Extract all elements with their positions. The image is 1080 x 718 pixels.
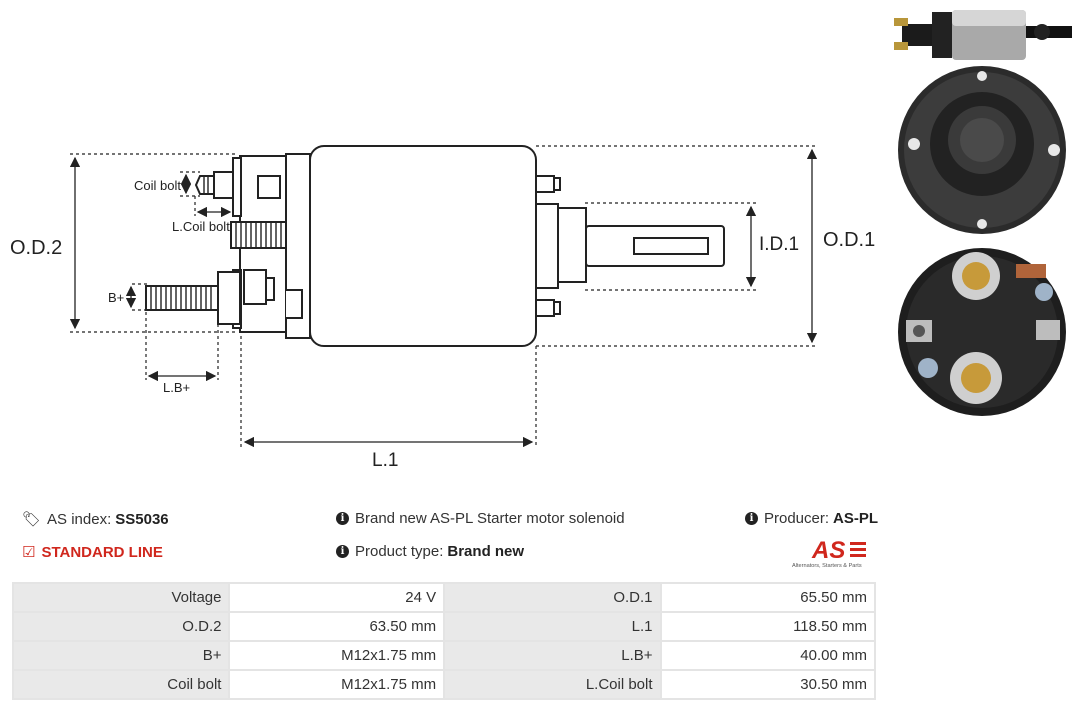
- check-square-icon: ☑: [22, 544, 36, 561]
- info-circle-icon: i: [336, 512, 349, 525]
- info-circle-icon: i: [745, 512, 758, 525]
- spec-label: L.B+: [443, 640, 662, 671]
- label-coil-bolt: Coil bolt: [134, 178, 181, 193]
- producer: i Producer: AS-PL: [745, 510, 878, 527]
- tag-icon: 🏷︎: [22, 511, 42, 528]
- spec-value: 40.00 mm: [659, 640, 877, 671]
- spec-label: L.Coil bolt: [443, 669, 662, 700]
- spec-value: 65.50 mm: [659, 582, 877, 613]
- product-type: i Product type: Brand new: [336, 543, 524, 560]
- label-id1: I.D.1: [759, 234, 799, 255]
- producer-value: AS-PL: [833, 510, 879, 527]
- product-photo-terminals: [898, 248, 1066, 416]
- product-photo-side: [894, 10, 1072, 60]
- svg-text:AS: AS: [811, 537, 845, 564]
- table-row: O.D.2 63.50 mm L.1 118.50 mm: [11, 611, 877, 642]
- producer-label: Producer:: [764, 510, 830, 527]
- table-row: Coil bolt M12x1.75 mm L.Coil bolt 30.50 …: [11, 669, 877, 700]
- spec-label: Voltage: [11, 582, 231, 613]
- product-description: i Brand new AS-PL Starter motor solenoid: [336, 510, 625, 527]
- label-lbplus: L.B+: [163, 380, 190, 395]
- as-index: 🏷︎ AS index: SS5036: [22, 510, 169, 529]
- label-bplus: B+: [108, 290, 124, 305]
- product-type-value: Brand new: [447, 543, 525, 560]
- as-index-label: AS index:: [47, 510, 112, 528]
- spec-value: 63.50 mm: [228, 611, 446, 642]
- spec-value: 30.50 mm: [659, 669, 877, 700]
- product-photo-back: [898, 66, 1066, 234]
- spec-label: Coil bolt: [11, 669, 231, 700]
- table-row: Voltage 24 V O.D.1 65.50 mm: [11, 582, 877, 613]
- table-row: B+ M12x1.75 mm L.B+ 40.00 mm: [11, 640, 877, 671]
- spec-value: 118.50 mm: [659, 611, 877, 642]
- spec-value: 24 V: [228, 582, 446, 613]
- description-text: Brand new AS-PL Starter motor solenoid: [355, 510, 625, 527]
- label-od1: O.D.1: [823, 229, 875, 251]
- product-type-label: Product type:: [355, 543, 444, 560]
- spec-value: M12x1.75 mm: [228, 640, 446, 671]
- label-od2: O.D.2: [10, 237, 62, 259]
- technical-drawing: O.D.2 O.D.1 I.D.1 L.1 L.B+ B+ Coil bolt …: [10, 145, 875, 471]
- as-pl-logo: AS Alternators, Starters & Parts: [792, 537, 866, 569]
- spec-table: Voltage 24 V O.D.1 65.50 mm O.D.2 63.50 …: [11, 582, 877, 700]
- spec-label: L.1: [443, 611, 662, 642]
- label-l1: L.1: [372, 450, 398, 471]
- spec-label: O.D.2: [11, 611, 231, 642]
- info-circle-icon: i: [336, 545, 349, 558]
- label-l-coil-bolt: L.Coil bolt: [172, 219, 230, 234]
- spec-value: M12x1.75 mm: [228, 669, 446, 700]
- spec-label: O.D.1: [443, 582, 662, 613]
- as-index-value: SS5036: [115, 510, 169, 528]
- product-line: ☑ STANDARD LINE: [22, 543, 163, 562]
- svg-text:Alternators, Starters & Parts: Alternators, Starters & Parts: [792, 563, 862, 569]
- spec-label: B+: [11, 640, 231, 671]
- product-line-label: STANDARD LINE: [41, 543, 163, 561]
